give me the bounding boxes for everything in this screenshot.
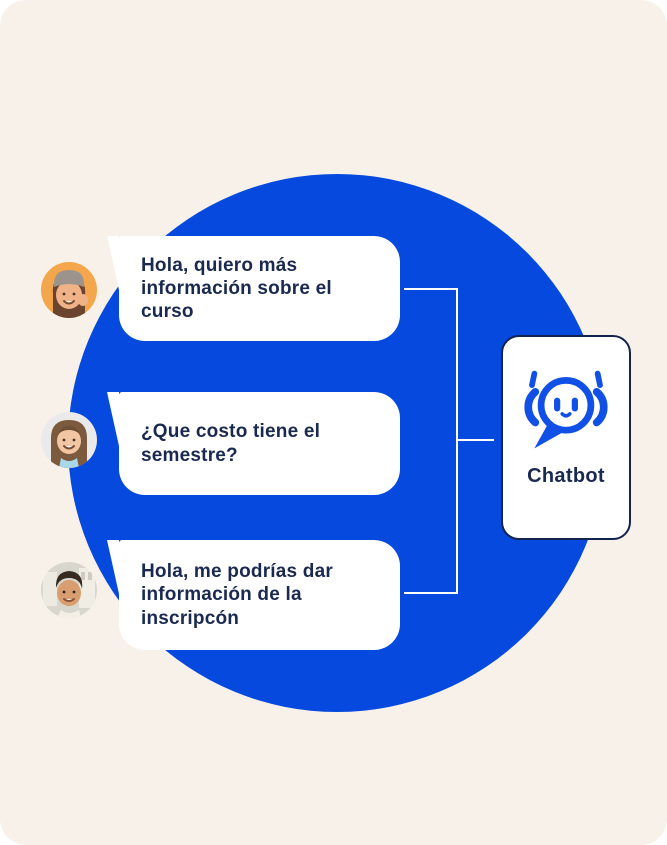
avatar-man-curly-hair [41, 562, 97, 618]
avatar-woman-long-hair-illustration [41, 412, 97, 468]
chatbot-speech-bubble-headset-icon [524, 370, 608, 449]
connector-line-to-chatbot [458, 439, 494, 441]
connector-line-vertical [456, 288, 458, 594]
avatar-woman-long-hair [41, 412, 97, 468]
chatbot-card: Chatbot [501, 335, 631, 540]
chat-bubble-3-text: Hola, me podrías dar información de la i… [141, 561, 333, 629]
connector-line-top [404, 288, 458, 290]
connector-line-bottom [404, 592, 458, 594]
chat-bubble-3: Hola, me podrías dar información de la i… [107, 540, 400, 650]
chat-bubble-1-text: Hola, quiero más información sobre el cu… [141, 254, 332, 323]
chatbot-label: Chatbot [527, 465, 605, 487]
avatar-man-curly-hair-illustration [41, 562, 97, 618]
chat-bubble-1: Hola, quiero más información sobre el cu… [107, 236, 400, 341]
avatar-woman-with-beanie [41, 262, 97, 318]
chat-bubble-2: ¿Que costo tiene el semestre? [107, 392, 400, 495]
chat-bubble-2-text: ¿Que costo tiene el semestre? [141, 421, 321, 466]
avatar-woman-with-beanie-illustration [41, 262, 97, 318]
